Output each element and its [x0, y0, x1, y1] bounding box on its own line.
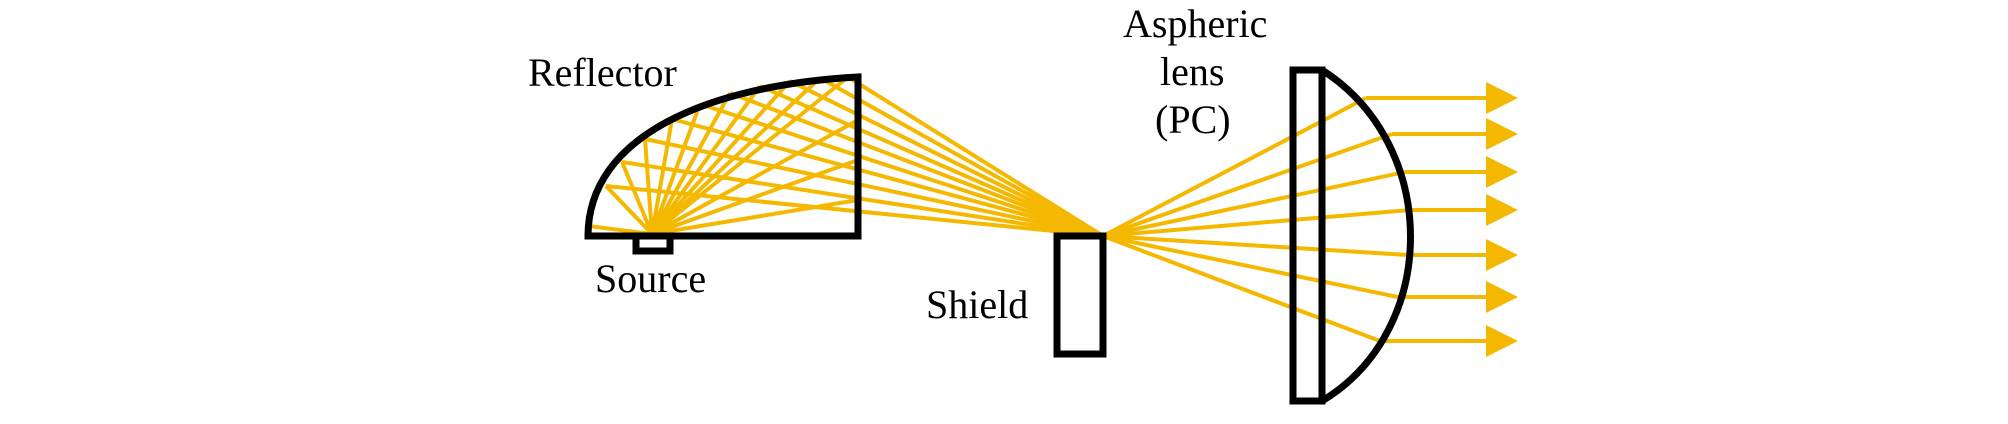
reflected-ray-2 [621, 160, 1104, 238]
source-label: Source [595, 256, 706, 301]
diverging-ray-2 [1102, 132, 1393, 238]
reflected-ray-3 [644, 137, 1104, 238]
reflected-ray-5 [699, 102, 1104, 238]
source-ray-9 [650, 76, 822, 236]
light-source [632, 232, 674, 255]
source-ray-4 [650, 118, 674, 235]
diverging-ray-3 [1102, 170, 1406, 238]
source-ray-1 [604, 184, 654, 236]
source-ray-10 [650, 75, 850, 236]
lens-label-line2: lens [1160, 49, 1224, 94]
source-ray-6 [650, 92, 732, 235]
reflector-label: Reflector [528, 50, 677, 95]
diverging-rays [1102, 96, 1411, 343]
collimated-output-rays [1366, 82, 1518, 357]
source-ray-3 [643, 138, 654, 235]
source-direct-ray-4 [651, 198, 859, 236]
reflected-ray-4 [671, 117, 1104, 238]
shield-block [1053, 232, 1107, 358]
shield-label: Shield [926, 282, 1028, 327]
lens-flat-element [1289, 66, 1326, 405]
reflected-ray-10 [846, 75, 1105, 238]
reflected-rays [605, 75, 1105, 238]
diverging-ray-6 [1102, 234, 1399, 299]
diverging-ray-4 [1102, 208, 1411, 238]
source-ray-7 [650, 84, 762, 236]
source-direct-ray-3 [651, 158, 859, 236]
source-ray-2 [620, 161, 654, 235]
reflector-shape [584, 73, 862, 240]
lens-aspheric-surface [1320, 67, 1414, 404]
lens-label-line1: Aspheric [1123, 1, 1267, 46]
diverging-ray-7 [1102, 234, 1381, 343]
source-direct-ray-2 [651, 118, 859, 236]
lens-label-line3: (PC) [1155, 97, 1231, 142]
reflected-ray-7 [759, 84, 1104, 238]
reflected-ray-6 [729, 91, 1104, 238]
reflected-ray-9 [819, 76, 1104, 238]
reflected-ray-8 [789, 79, 1104, 238]
diverging-ray-5 [1102, 234, 1409, 257]
